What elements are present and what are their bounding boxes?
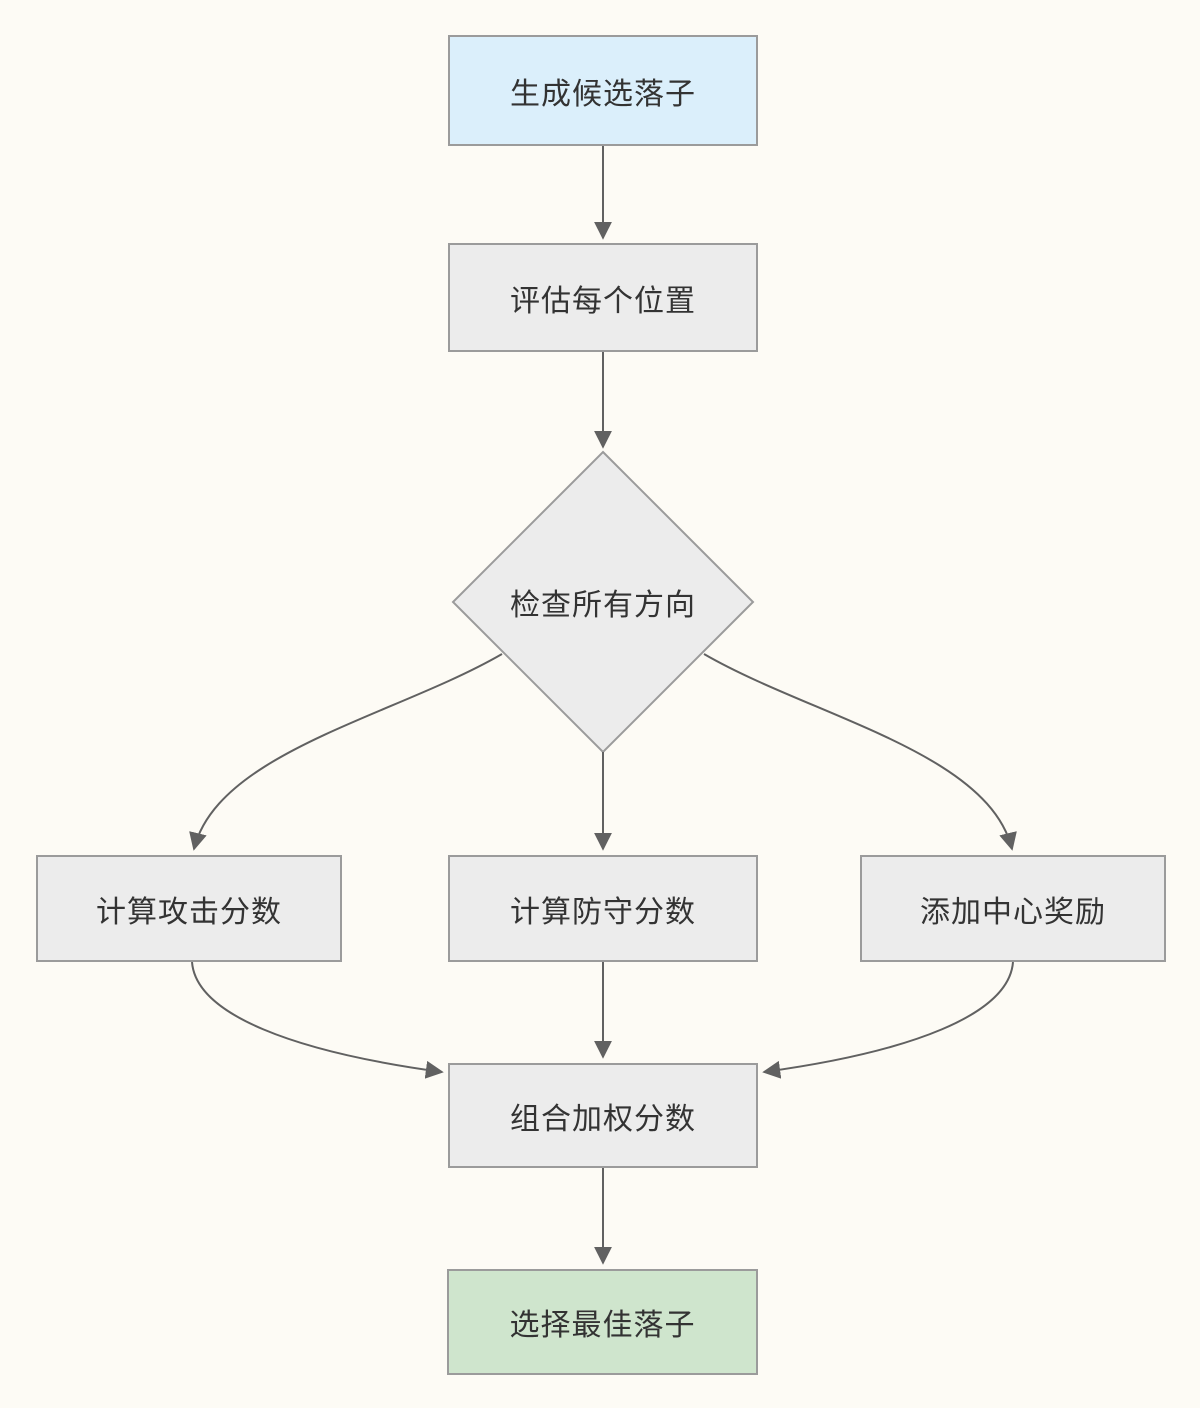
node-select-best-move-label: 选择最佳落子 [509, 1309, 696, 1342]
node-combine-scores: 组合加权分数 [448, 1063, 758, 1168]
node-center-bonus-label: 添加中心奖励 [920, 895, 1106, 929]
edge-center-combine [762, 961, 1014, 1079]
node-attack-score-label: 计算攻击分数 [96, 895, 282, 929]
node-center-bonus: 添加中心奖励 [860, 855, 1166, 962]
node-select-best-move: 选择最佳落子 [447, 1269, 758, 1375]
node-defense-score-label: 计算防守分数 [510, 895, 696, 929]
node-defense-score: 计算防守分数 [448, 855, 758, 962]
node-generate-candidates-label: 生成候选落子 [510, 77, 696, 111]
node-generate-candidates: 生成候选落子 [448, 35, 758, 146]
node-combine-scores-label: 组合加权分数 [510, 1102, 696, 1136]
node-check-directions-label: 检查所有方向 [510, 589, 696, 622]
edge-attack-combine [191, 961, 444, 1079]
node-evaluate-positions-label: 评估每个位置 [510, 284, 696, 318]
edge-check-attack [189, 653, 503, 851]
node-attack-score: 计算攻击分数 [36, 855, 342, 962]
node-check-directions: 检查所有方向 [453, 452, 753, 752]
edge-check-center [703, 653, 1017, 851]
node-evaluate-positions: 评估每个位置 [448, 243, 758, 352]
